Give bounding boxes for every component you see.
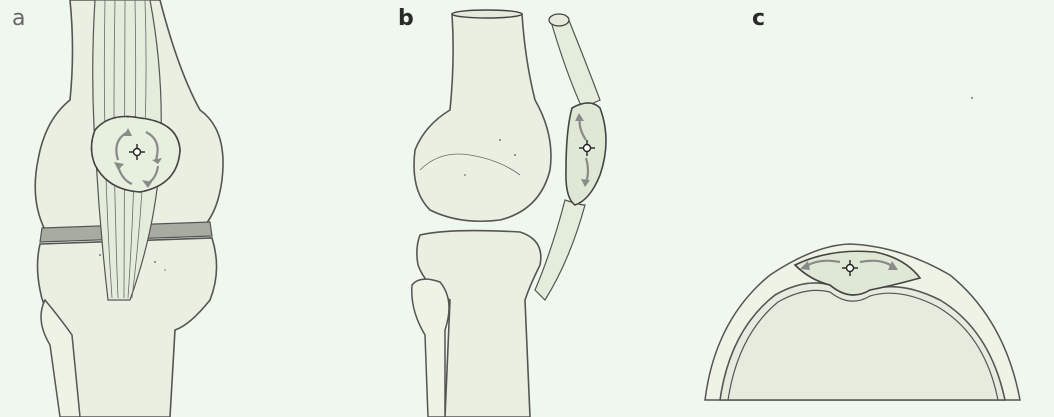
patella-lateral (566, 103, 606, 205)
femur-lateral (414, 11, 551, 221)
panel-b-lateral-knee (412, 10, 606, 417)
fibula-lateral (412, 279, 449, 417)
tendon-cut-surface (549, 14, 569, 26)
patellar-ligament-lateral (535, 200, 585, 300)
panel-a-anterior-knee (35, 0, 223, 417)
femur-cut-surface (452, 10, 522, 18)
panel-c-axial-section (705, 97, 1020, 400)
quadriceps-tendon-lateral (550, 15, 600, 108)
